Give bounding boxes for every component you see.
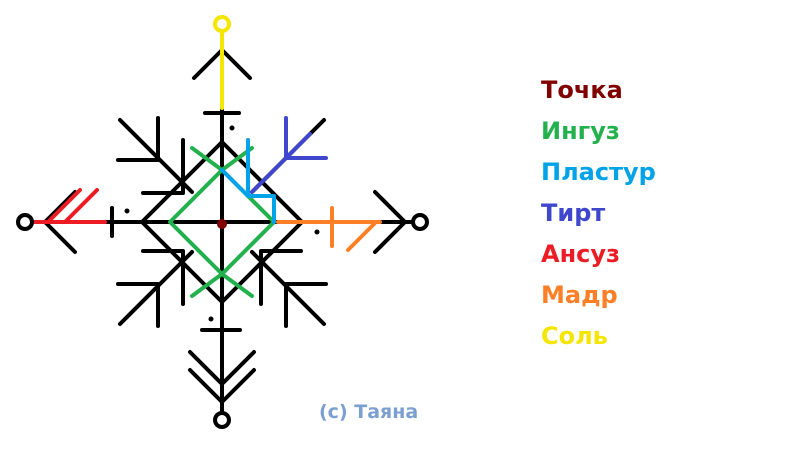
- rune-legend: Точка Ингуз Пластур Тирт Ансуз Мадр Соль: [541, 70, 656, 357]
- legend-item-tirt: Тирт: [541, 199, 606, 227]
- left-terminal-circle: [16, 213, 34, 231]
- tirt-strokes: [250, 116, 328, 194]
- right-terminal-circle: [411, 213, 429, 231]
- legend-item-madr: Мадр: [541, 281, 618, 309]
- legend-item-sol: Соль: [541, 322, 608, 350]
- copyright-credit: (c) Таяна: [319, 401, 419, 423]
- legend-item-ansuz: Ансуз: [541, 240, 620, 268]
- dot-marks: [124, 125, 320, 322]
- plastur-strokes: [220, 138, 276, 224]
- bottom-terminal-circle: [213, 411, 231, 429]
- legend-item-plastur: Пластур: [541, 158, 656, 186]
- madr-strokes: [276, 206, 382, 252]
- ansuz-strokes: [31, 188, 107, 224]
- top-terminal-circle: [213, 15, 231, 33]
- legend-item-tochka: Точка: [541, 76, 623, 104]
- legend-item-ingvaz: Ингуз: [541, 117, 620, 145]
- tochka-center-dot: [217, 219, 227, 229]
